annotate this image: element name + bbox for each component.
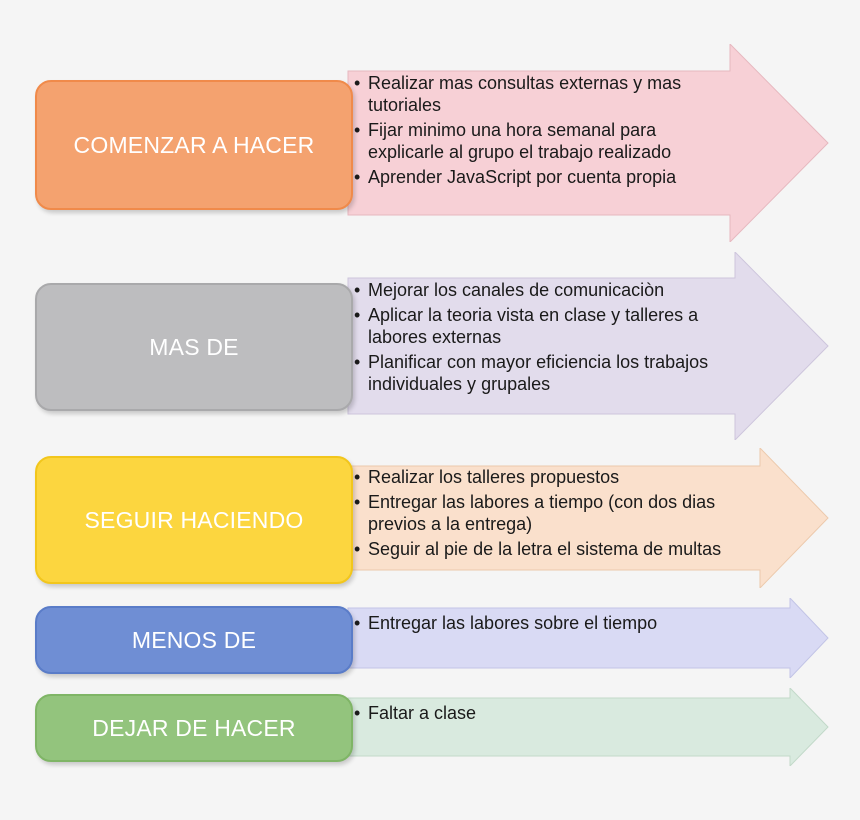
- bullet-item: Mejorar los canales de comunicaciòn: [352, 279, 744, 301]
- row-comenzar-a-hacer: COMENZAR A HACER Realizar mas consultas …: [0, 44, 860, 242]
- bullet-list: Mejorar los canales de comunicaciòn Apli…: [352, 279, 744, 398]
- bullet-item: Entregar las labores sobre el tiempo: [352, 612, 772, 634]
- label-text: MAS DE: [149, 333, 239, 360]
- label-text: DEJAR DE HACER: [92, 714, 296, 741]
- bullet-item: Aprender JavaScript por cuenta propia: [352, 166, 724, 188]
- arrow-body: [347, 688, 829, 766]
- label-box: COMENZAR A HACER: [35, 80, 353, 210]
- label-box: MAS DE: [35, 283, 353, 411]
- bullet-item: Realizar los talleres propuestos: [352, 466, 772, 488]
- label-text: COMENZAR A HACER: [73, 131, 315, 158]
- bullet-list: Entregar las labores sobre el tiempo: [352, 612, 772, 637]
- bullet-item: Realizar mas consultas externas y mas tu…: [352, 72, 724, 116]
- arrow-body: [347, 598, 829, 678]
- label-box: DEJAR DE HACER: [35, 694, 353, 762]
- bullet-item: Fijar minimo una hora semanal para expli…: [352, 119, 724, 163]
- row-seguir-haciendo: SEGUIR HACIENDO Realizar los talleres pr…: [0, 448, 860, 588]
- bullet-list: Faltar a clase: [352, 702, 772, 727]
- bullet-item: Entregar las labores a tiempo (con dos d…: [352, 491, 772, 535]
- bullet-list: Realizar los talleres propuestos Entrega…: [352, 466, 772, 563]
- bullet-item: Faltar a clase: [352, 702, 772, 724]
- bullet-item: Aplicar la teoria vista en clase y talle…: [352, 304, 744, 348]
- bullet-list: Realizar mas consultas externas y mas tu…: [352, 72, 724, 191]
- bullet-item: Planificar con mayor eficiencia los trab…: [352, 351, 744, 395]
- label-text: SEGUIR HACIENDO: [84, 506, 304, 533]
- label-text: MENOS DE: [131, 626, 257, 653]
- row-mas-de: MAS DE Mejorar los canales de comunicaci…: [0, 252, 860, 440]
- row-dejar-de-hacer: DEJAR DE HACER Faltar a clase: [0, 688, 860, 766]
- row-menos-de: MENOS DE Entregar las labores sobre el t…: [0, 598, 860, 678]
- bullet-item: Seguir al pie de la letra el sistema de …: [352, 538, 772, 560]
- label-box: SEGUIR HACIENDO: [35, 456, 353, 584]
- label-box: MENOS DE: [35, 606, 353, 674]
